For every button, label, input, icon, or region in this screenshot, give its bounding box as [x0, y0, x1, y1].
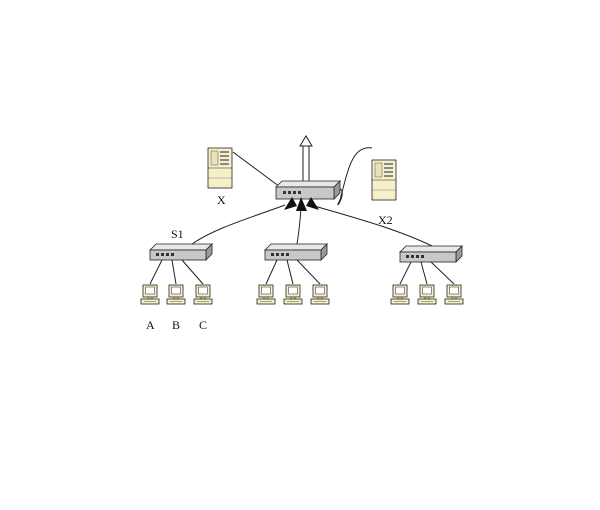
- server-x2: [371, 159, 397, 201]
- label-server-x2: X2: [378, 213, 393, 227]
- link-s1-c: [181, 259, 204, 285]
- arrowhead-s3-icon: [306, 197, 319, 210]
- pc-c: [193, 284, 213, 305]
- link-s3-pc1: [399, 261, 412, 285]
- pc-s3-3: [444, 284, 464, 305]
- link-s1-core: [191, 204, 286, 245]
- link-s3-pc2: [420, 261, 428, 285]
- arrowhead-s2-icon: [296, 197, 307, 211]
- pc-s3-1: [390, 284, 410, 305]
- pc-b: [166, 284, 186, 305]
- uplink-arrow-stem: [302, 145, 310, 184]
- pc-s2-2: [283, 284, 303, 305]
- label-host-c: C: [199, 318, 208, 332]
- link-s3-pc3: [430, 261, 455, 285]
- label-server-x: X: [217, 193, 226, 207]
- label-host-b: B: [172, 318, 181, 332]
- switch-s2: [264, 243, 328, 261]
- pc-s2-3: [310, 284, 330, 305]
- link-s2-core: [296, 207, 302, 245]
- label-host-a: A: [146, 318, 155, 332]
- pc-s3-2: [417, 284, 437, 305]
- pc-s2-1: [256, 284, 276, 305]
- link-s2-pc1: [265, 259, 278, 285]
- links: [149, 146, 455, 285]
- arrowhead-s1-icon: [284, 197, 297, 210]
- link-x2-core: [337, 147, 373, 206]
- link-s3-core: [310, 204, 433, 247]
- link-x-core: [232, 151, 281, 188]
- core-switch: [275, 180, 341, 200]
- link-s1-a: [149, 259, 163, 285]
- link-s2-pc2: [286, 259, 294, 285]
- server-x: [207, 147, 233, 189]
- link-s2-pc3: [296, 259, 321, 285]
- switch-s3: [399, 245, 463, 263]
- pc-a: [140, 284, 160, 305]
- switch-s1: [149, 243, 213, 261]
- link-s1-b: [171, 259, 177, 285]
- label-switch-s1: S1: [171, 227, 184, 241]
